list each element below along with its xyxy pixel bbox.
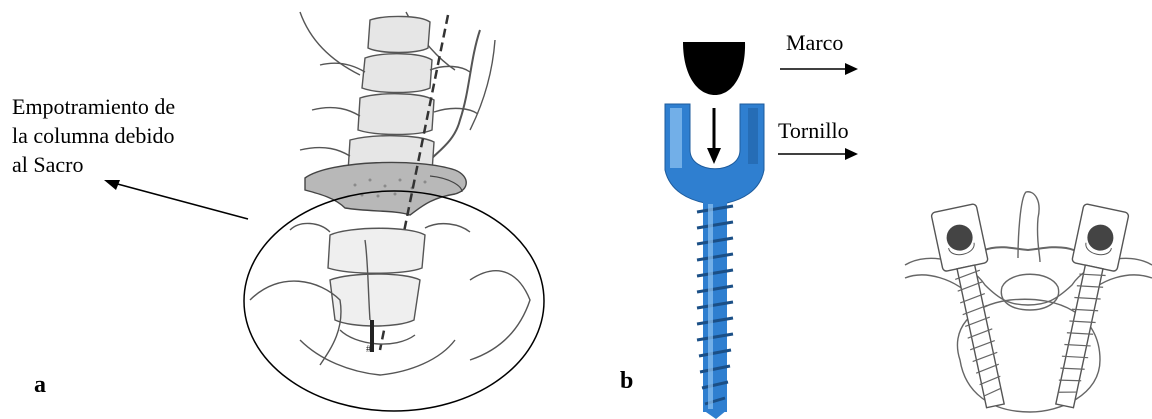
frame-label: Marco: [786, 30, 843, 56]
panel-b-letter: b: [620, 368, 633, 395]
sacrum-annotation: Empotramiento de la columna debido al Sa…: [12, 92, 175, 179]
panel-a-letter: a: [34, 372, 46, 399]
screw-label: Tornillo: [778, 118, 849, 144]
svg-text:#: #: [366, 344, 371, 355]
